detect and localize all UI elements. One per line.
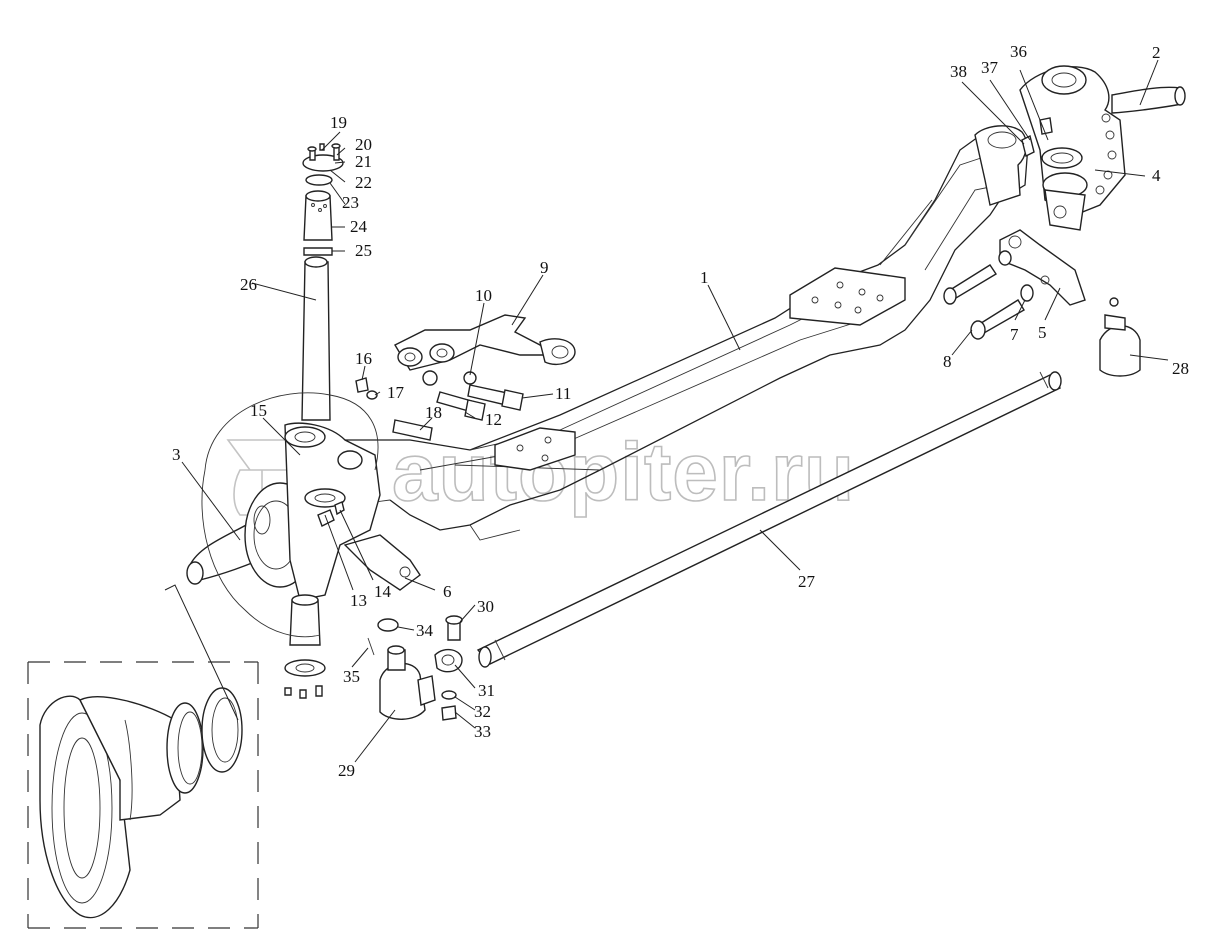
fasteners-left	[355, 370, 524, 441]
callout-38: 38	[950, 62, 967, 81]
callout-3: 3	[172, 445, 181, 464]
callout-37: 37	[981, 58, 999, 77]
callout-34: 34	[416, 621, 434, 640]
callout-29: 29	[338, 761, 355, 780]
callout-1: 1	[700, 268, 709, 287]
callout-35: 35	[343, 667, 360, 686]
callout-28: 28	[1172, 359, 1189, 378]
tie-rod-end-parts	[367, 615, 463, 721]
callout-27: 27	[798, 572, 816, 591]
callout-23: 23	[342, 193, 359, 212]
callout-26: 26	[240, 275, 257, 294]
hub-inset	[27, 584, 259, 929]
tie-rod	[476, 371, 1062, 668]
callout-20: 20	[355, 135, 372, 154]
callout-32: 32	[474, 702, 491, 721]
callout-36: 36	[1010, 42, 1027, 61]
callout-8: 8	[943, 352, 952, 371]
callout-21: 21	[355, 152, 372, 171]
callout-numbers: 1 2 3 4 5 6 7 8 9 10 11 12 13 14 15 16 1…	[172, 42, 1189, 780]
callout-12: 12	[485, 410, 502, 429]
axle-beam	[344, 125, 1029, 541]
callout-5: 5	[1038, 323, 1047, 342]
callout-16: 16	[355, 349, 372, 368]
kingpin-parts	[301, 143, 344, 421]
watermark-text: autopiter.ru	[392, 427, 855, 518]
callout-13: 13	[350, 591, 367, 610]
callout-2: 2	[1152, 43, 1161, 62]
callout-22: 22	[355, 173, 372, 192]
callout-9: 9	[540, 258, 549, 277]
left-steering-knuckle	[186, 392, 421, 699]
steering-arm	[394, 314, 576, 371]
callout-4: 4	[1152, 166, 1161, 185]
callout-33: 33	[474, 722, 491, 741]
callout-17: 17	[387, 383, 405, 402]
callout-6: 6	[443, 582, 452, 601]
callout-24: 24	[350, 217, 368, 236]
leader-lines	[181, 59, 1169, 763]
callout-31: 31	[478, 681, 495, 700]
callout-19: 19	[330, 113, 347, 132]
right-steering-knuckle	[943, 65, 1186, 377]
callout-30: 30	[477, 597, 494, 616]
callout-15: 15	[250, 401, 267, 420]
callout-11: 11	[555, 384, 571, 403]
callout-18: 18	[425, 403, 442, 422]
callout-25: 25	[355, 241, 372, 260]
callout-7: 7	[1010, 325, 1019, 344]
watermark: autopiter.ru	[226, 426, 855, 519]
callout-10: 10	[475, 286, 492, 305]
callout-14: 14	[374, 582, 392, 601]
